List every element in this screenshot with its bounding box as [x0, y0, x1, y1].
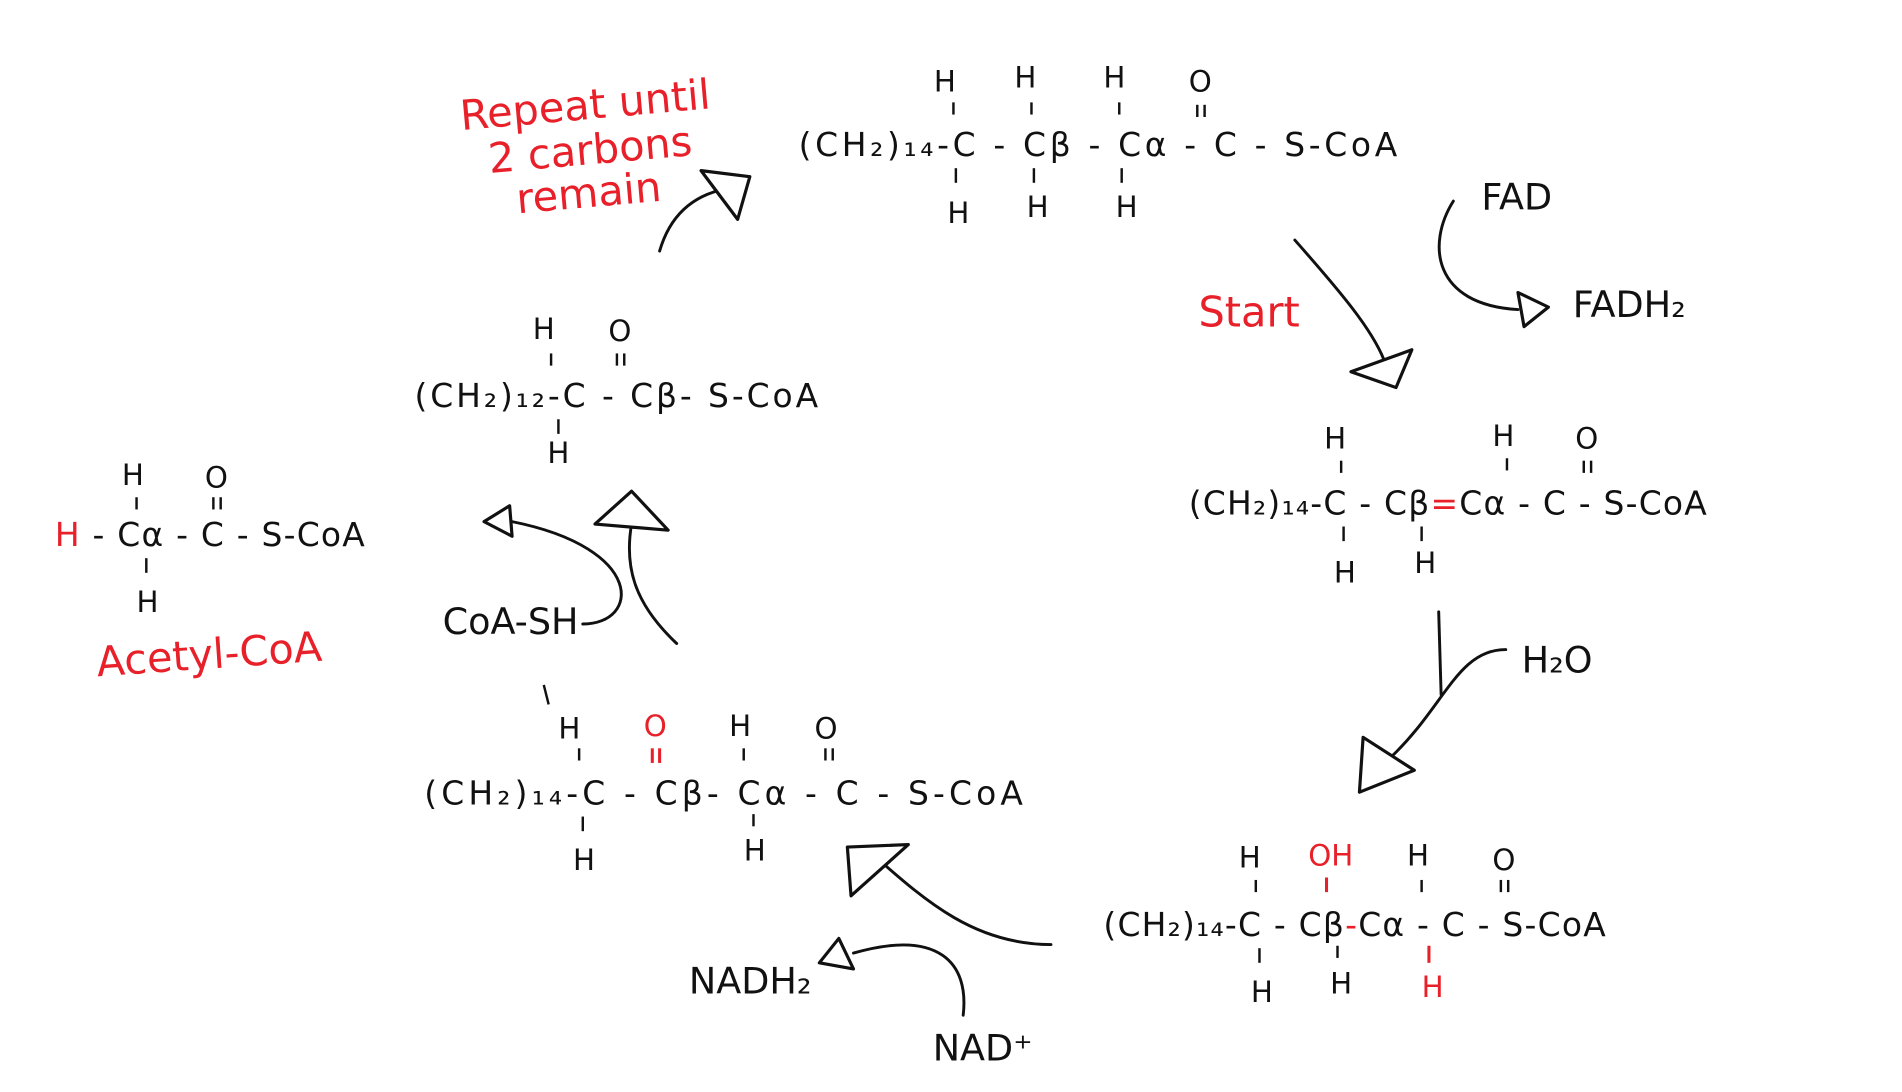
- bottom-atom: H: [1027, 190, 1049, 224]
- repeat-label: Repeat until 2 carbons remain: [458, 70, 712, 223]
- oxidation-arrow: [873, 855, 1053, 946]
- hydration-arrowhead-icon: [1357, 735, 1416, 794]
- bonds: [1254, 877, 1510, 963]
- molecule-palmitoyl-coa: (CH₂)₁₄-C - Cβ - Cα - C - S-CoA H H H O …: [799, 61, 1399, 230]
- molecule-shortened-acyl-coa: (CH₂)₁₂-C - Cβ- S-CoA H O H: [415, 312, 820, 470]
- top-atom: O: [1575, 422, 1598, 456]
- bonds: [549, 353, 626, 434]
- molecule-ketoacyl-coa: (CH₂)₁₄-C - Cβ- Cα - C - S-CoA H O H O H…: [424, 684, 1024, 877]
- repeat-arrowhead-icon: [699, 169, 752, 221]
- repeat-arrow: [658, 187, 727, 253]
- top-atom: H: [1014, 61, 1036, 95]
- top-atom: H: [533, 312, 555, 346]
- bottom-atom: H: [1251, 975, 1273, 1009]
- main-chain: (CH₂)₁₄-C - Cβ=Cα - C - S-CoA: [1189, 483, 1708, 522]
- bonds: [135, 497, 222, 573]
- bottom-atom-h: H: [1422, 970, 1444, 1004]
- top-atom-keto-o: O: [644, 709, 667, 743]
- thiolysis-arrowhead-up-icon: [593, 489, 670, 532]
- nad-label: NAD⁺: [933, 1026, 1033, 1069]
- bonds: [542, 684, 834, 832]
- top-atom: H: [1239, 841, 1261, 875]
- main-chain: (CH₂)₁₂-C - Cβ- S-CoA: [415, 376, 820, 415]
- nad-arrow: [851, 943, 966, 1017]
- oxidation-arrowhead-icon: [845, 843, 910, 898]
- coash-label: CoA-SH: [443, 600, 579, 643]
- hydration-arrow: [1388, 648, 1508, 760]
- bottom-atom: H: [744, 833, 766, 867]
- top-atom: O: [205, 461, 228, 495]
- start-label: Start: [1199, 289, 1300, 337]
- nadh2-label: NADH₂: [689, 959, 812, 1002]
- top-atom: O: [1492, 843, 1515, 877]
- fad-arrowhead-icon: [1516, 290, 1551, 329]
- bonds: [952, 102, 1206, 183]
- bottom-atom: H: [1334, 556, 1356, 590]
- coash-arrow: [510, 520, 623, 626]
- bottom-atom: H: [137, 585, 159, 619]
- start-arrow: [1293, 238, 1386, 361]
- bottom-atom: H: [947, 196, 969, 230]
- h2o-label: H₂O: [1522, 639, 1593, 682]
- fad-arrow: [1437, 199, 1520, 312]
- main-chain: H - Cα - C - S-CoA: [55, 515, 366, 554]
- nad-arrowhead-icon: [817, 936, 856, 971]
- fad-label: FAD: [1481, 176, 1552, 219]
- top-atom: H: [122, 458, 144, 492]
- top-atom: H: [1492, 419, 1514, 453]
- start-arrowhead-icon: [1349, 348, 1414, 390]
- top-atom: H: [1407, 838, 1429, 872]
- top-atom: H: [558, 712, 580, 746]
- main-chain: (CH₂)₁₄-C - Cβ-Cα - C - S-CoA: [1103, 905, 1607, 944]
- bottom-atom: H: [1414, 546, 1436, 580]
- top-atom: O: [1189, 64, 1212, 98]
- h2o-branch: [1437, 610, 1443, 697]
- top-atom: O: [608, 314, 631, 348]
- molecule-enoyl-coa: (CH₂)₁₄-C - Cβ=Cα - C - S-CoA H H O H H: [1189, 419, 1708, 590]
- molecule-hydroxyacyl-coa: (CH₂)₁₄-C - Cβ-Cα - C - S-CoA H OH H O H…: [1103, 838, 1607, 1009]
- bonds: [1339, 458, 1593, 542]
- top-atom: H: [1324, 422, 1346, 456]
- molecule-acetyl-coa: H - Cα - C - S-CoA H O H Acetyl-CoA: [55, 458, 366, 687]
- top-atom: H: [934, 64, 956, 98]
- top-atom: H: [1103, 61, 1125, 95]
- top-atom-oh: OH: [1308, 838, 1353, 872]
- thiolysis-arrow-up: [627, 522, 679, 645]
- main-chain: (CH₂)₁₄-C - Cβ - Cα - C - S-CoA: [799, 125, 1399, 164]
- coash-arrowhead-icon: [482, 504, 514, 538]
- top-atom: O: [814, 712, 837, 746]
- bottom-atom: H: [1116, 190, 1138, 224]
- acetyl-coa-label: Acetyl-CoA: [95, 623, 324, 687]
- bottom-atom: H: [1330, 966, 1352, 1000]
- fadh2-label: FADH₂: [1573, 283, 1686, 326]
- main-chain: (CH₂)₁₄-C - Cβ- Cα - C - S-CoA: [424, 773, 1024, 812]
- bottom-atom: H: [547, 436, 569, 470]
- bottom-atom: H: [573, 843, 595, 877]
- top-atom: H: [729, 709, 751, 743]
